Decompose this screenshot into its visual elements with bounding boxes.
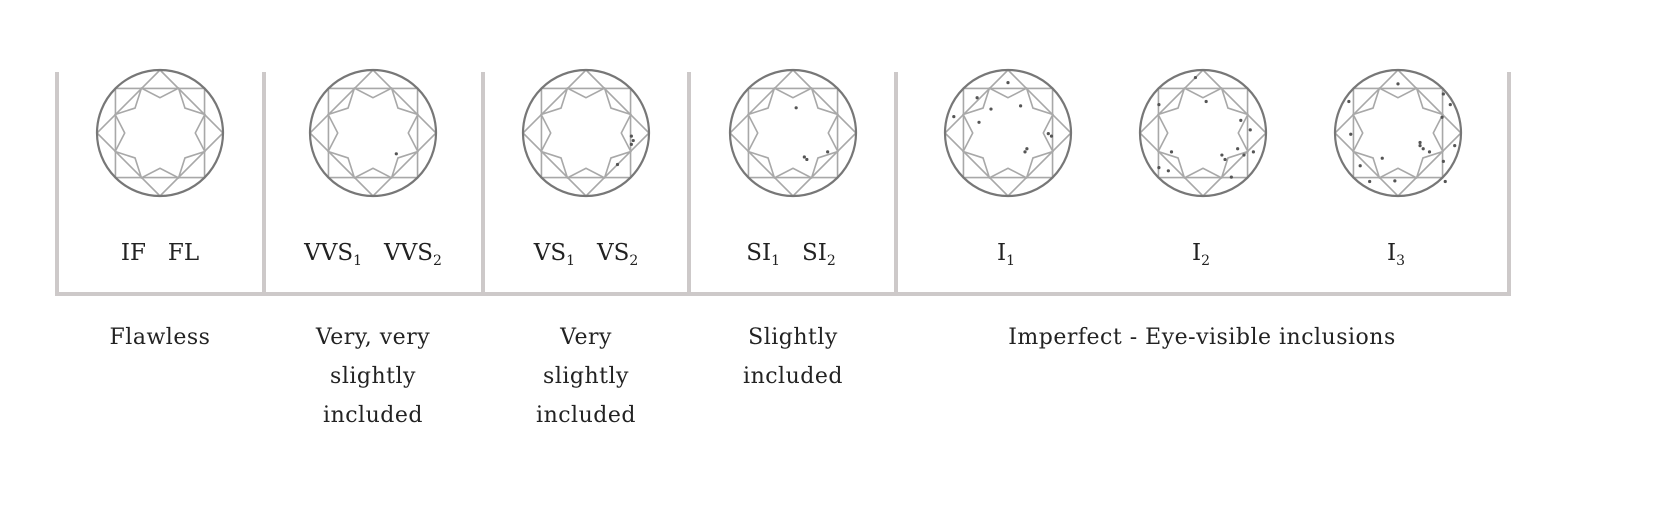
inclusion-dot [977, 120, 981, 124]
inclusion-dot [1380, 156, 1384, 160]
inclusion-dot [805, 157, 809, 162]
inclusion-dot [394, 152, 398, 156]
diamond-outline [1138, 68, 1268, 198]
inclusion-dot [1443, 179, 1447, 184]
diamond-clarity-icon [521, 68, 651, 198]
divider [55, 72, 59, 296]
inclusion-dot [629, 134, 633, 138]
diamond-outline [308, 68, 438, 198]
facet-star [327, 87, 419, 179]
diamond-outline [1333, 68, 1463, 198]
inclusion-dot [1239, 118, 1243, 122]
diamond-clarity-icon [1138, 68, 1268, 198]
inclusion-dot [629, 142, 633, 146]
inclusion-dot [1220, 153, 1224, 157]
inclusion-dot [1236, 147, 1240, 151]
inclusion-dot [1396, 82, 1400, 86]
facet-star [1352, 87, 1444, 179]
inclusion-dot [1157, 166, 1161, 170]
inclusion-dot [802, 155, 806, 159]
diamond-clarity-icon [95, 68, 225, 198]
diamond-clarity-icon [1333, 68, 1463, 198]
inclusion-dot [1453, 144, 1457, 148]
diamond-outline [943, 68, 1073, 198]
inclusion-dot [1223, 157, 1227, 162]
diamond-outline [95, 68, 225, 198]
inclusion-dot [1248, 128, 1252, 132]
diamond-outline [521, 68, 651, 198]
divider [687, 72, 691, 296]
inclusion-dot [1418, 140, 1422, 145]
inclusion-dot [1229, 175, 1233, 179]
inclusion-dot [952, 115, 956, 119]
inclusion-dot [1023, 150, 1027, 154]
inclusion-dot [1421, 147, 1425, 151]
inclusion-dot [615, 162, 620, 167]
grade-label-vs: VS1 VS2 [533, 240, 639, 269]
inclusion-dot [1448, 103, 1452, 107]
inclusion-dot [1393, 179, 1397, 183]
grade-label-vvs: VVS1 VVS2 [304, 240, 442, 269]
inclusion-dot [1166, 169, 1170, 173]
inclusion-dot [1169, 150, 1174, 154]
grade-label-if-fl: IF FL [120, 240, 200, 266]
baseline-divider [55, 292, 1511, 296]
inclusion-dot [1242, 153, 1246, 157]
inclusion-dot [1441, 159, 1445, 163]
inclusion-dot [1358, 164, 1362, 168]
grade-label-si: SI1 SI2 [746, 240, 836, 269]
inclusion-dot [975, 96, 979, 100]
description-flawless: Flawless [109, 325, 211, 350]
divider [1507, 72, 1511, 296]
inclusion-dot [1019, 104, 1023, 108]
inclusion-dot [1368, 179, 1372, 184]
inclusion-dot [989, 107, 993, 111]
description-vvs: Very, very slightly included [315, 325, 431, 428]
facet-star [1157, 87, 1249, 179]
inclusion-dot [826, 150, 830, 154]
grade-label-i2: I2 [1191, 240, 1211, 269]
inclusion-dot [1006, 81, 1010, 85]
inclusion-dot [1049, 134, 1054, 138]
facet-star [540, 87, 632, 179]
inclusion-dot [1349, 132, 1353, 136]
inclusion-dot [794, 106, 798, 110]
description-imperfect: Imperfect - Eye-visible inclusions [1008, 325, 1396, 350]
inclusion-dot [1046, 132, 1050, 136]
inclusion-dot [1347, 99, 1351, 104]
diamond-clarity-icon [308, 68, 438, 198]
inclusion-dot [1441, 92, 1445, 96]
description-si: Slightly included [743, 325, 843, 389]
inclusion-dot [631, 138, 635, 143]
grade-label-i1: I1 [996, 240, 1016, 269]
inclusion-dot [1251, 150, 1255, 154]
grade-label-i3: I3 [1386, 240, 1406, 269]
facet-star [747, 87, 839, 179]
inclusion-dot [1204, 99, 1208, 104]
inclusion-dot [1418, 144, 1422, 148]
diamond-clarity-icon [728, 68, 858, 198]
facet-star [114, 87, 206, 179]
divider [262, 72, 266, 296]
diamond-outline [728, 68, 858, 198]
inclusion-dot [1193, 75, 1198, 80]
inclusion-dot [1440, 115, 1444, 119]
facet-star [962, 87, 1054, 179]
inclusion-dot [1157, 103, 1161, 107]
diamond-clarity-icon [943, 68, 1073, 198]
divider [481, 72, 485, 296]
inclusion-dot [1025, 147, 1029, 151]
inclusion-dot [1427, 150, 1432, 154]
divider [894, 72, 898, 296]
description-vs: Very slightly included [536, 325, 636, 428]
